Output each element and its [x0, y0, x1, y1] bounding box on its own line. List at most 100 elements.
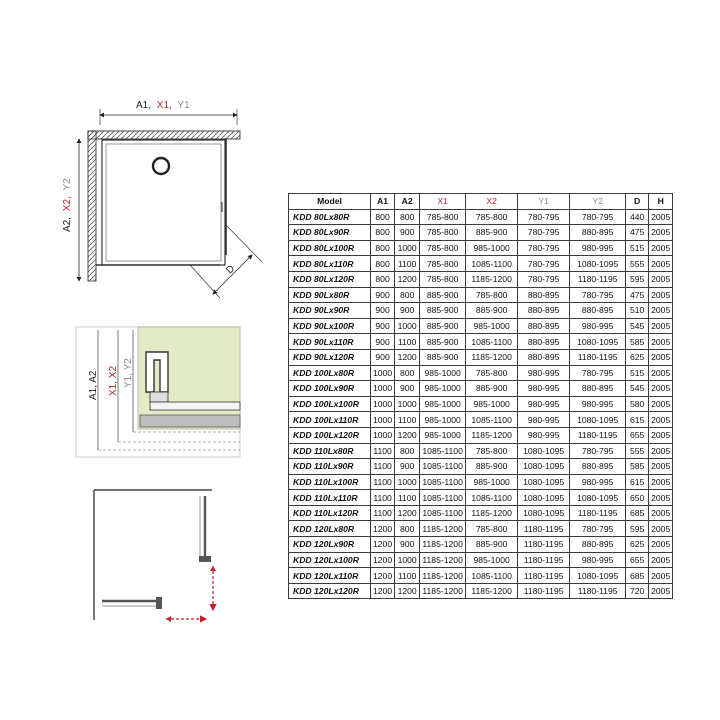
cell-model: KDD 110Lx110R	[288, 489, 371, 506]
cell-a2: 1000	[394, 551, 421, 569]
cell-d: 555	[625, 442, 650, 460]
cell-a2: 1200	[394, 426, 421, 444]
cell-h: 2005	[648, 270, 674, 288]
cell-h: 2005	[648, 582, 674, 600]
cell-a2: 1100	[394, 567, 421, 584]
cell-model: KDD 110Lx100R	[288, 473, 371, 491]
cell-y2: 1080-1095	[569, 333, 627, 350]
cell-a2: 800	[394, 364, 421, 382]
cell-a1: 900	[369, 286, 396, 304]
cell-d: 685	[625, 504, 650, 522]
cell-x2: 785-800	[465, 286, 519, 304]
header-y1: Y1	[517, 193, 571, 210]
cell-x1: 785-800	[419, 270, 467, 288]
cell-model: KDD 90Lx110R	[288, 333, 371, 350]
cell-y1: 780-795	[517, 255, 571, 272]
cell-h: 2005	[648, 302, 674, 319]
cell-d: 650	[625, 489, 650, 506]
cell-y2: 1080-1095	[569, 567, 627, 584]
cell-h: 2005	[648, 442, 674, 460]
cell-d: 545	[625, 317, 650, 335]
cell-x2: 885-900	[465, 224, 519, 241]
cell-a1: 1100	[369, 458, 396, 475]
profile-highlight-area	[137, 326, 241, 430]
cell-h: 2005	[648, 458, 674, 475]
cell-y2: 980-995	[569, 551, 627, 569]
cell-x2: 1085-1100	[465, 255, 519, 272]
cell-d: 510	[625, 302, 650, 319]
cell-x1: 885-900	[419, 317, 467, 335]
cell-x2: 1085-1100	[465, 489, 519, 506]
cell-model: KDD 110Lx90R	[288, 458, 371, 475]
cell-x2: 1085-1100	[465, 567, 519, 584]
cell-y2: 1180-1195	[569, 582, 627, 600]
cell-x1: 985-1000	[419, 395, 467, 413]
cell-a2: 900	[394, 536, 421, 553]
cell-x1: 1085-1100	[419, 489, 467, 506]
cell-a1: 800	[369, 255, 396, 272]
cell-y2: 1080-1095	[569, 411, 627, 428]
cell-x1: 885-900	[419, 286, 467, 304]
cell-y1: 1080-1095	[517, 473, 571, 491]
cell-model: KDD 80Lx90R	[288, 224, 371, 241]
cell-y2: 1180-1195	[569, 504, 627, 522]
cell-x2: 985-1000	[465, 551, 519, 569]
cell-y1: 980-995	[517, 395, 571, 413]
cell-x2: 1185-1200	[465, 270, 519, 288]
cell-x2: 785-800	[465, 442, 519, 460]
cell-model: KDD 90Lx100R	[288, 317, 371, 335]
cell-x1: 785-800	[419, 239, 467, 257]
cell-y2: 780-795	[569, 520, 627, 538]
cell-model: KDD 80Lx80R	[288, 208, 371, 226]
cell-a1: 900	[369, 302, 396, 319]
glass-section	[149, 401, 241, 411]
cell-a1: 1200	[369, 520, 396, 538]
cell-model: KDD 100Lx100R	[288, 395, 371, 413]
cell-d: 595	[625, 270, 650, 288]
cell-a1: 800	[369, 239, 396, 257]
cell-h: 2005	[648, 255, 674, 272]
cell-d: 440	[625, 208, 650, 226]
cell-a2: 800	[394, 442, 421, 460]
cell-a1: 1200	[369, 582, 396, 600]
cell-model: KDD 80Lx100R	[288, 239, 371, 257]
cell-h: 2005	[648, 536, 674, 553]
cell-a1: 1200	[369, 551, 396, 569]
cell-h: 2005	[648, 208, 674, 226]
profile-dim-a1a2: A1, A2	[88, 370, 99, 400]
cell-h: 2005	[648, 489, 674, 506]
cell-h: 2005	[648, 411, 674, 428]
cell-y1: 1080-1095	[517, 442, 571, 460]
cell-x2: 785-800	[465, 208, 519, 226]
cell-model: KDD 100Lx90R	[288, 380, 371, 397]
cell-x2: 885-900	[465, 536, 519, 553]
cell-d: 685	[625, 567, 650, 584]
cell-x2: 985-1000	[465, 317, 519, 335]
dim-d-label: D	[224, 263, 237, 276]
cell-y2: 880-895	[569, 536, 627, 553]
profile-dim-y1y2: Y1, Y2	[123, 358, 134, 388]
cell-x1: 985-1000	[419, 380, 467, 397]
cell-y2: 980-995	[569, 239, 627, 257]
cell-x1: 785-800	[419, 255, 467, 272]
cell-a2: 1000	[394, 473, 421, 491]
cell-h: 2005	[648, 364, 674, 382]
top-view-drawing: A1, X1, Y1 A2, X2, Y2 D	[62, 100, 263, 299]
cell-x1: 1085-1100	[419, 458, 467, 475]
wall-profile	[145, 351, 169, 393]
cell-y2: 980-995	[569, 473, 627, 491]
cell-x2: 785-800	[465, 520, 519, 538]
cell-d: 615	[625, 473, 650, 491]
profile-dim-x1x2: X1, X2	[108, 366, 119, 396]
cell-x2: 885-900	[465, 458, 519, 475]
cell-a2: 1200	[394, 582, 421, 600]
cell-x1: 985-1000	[419, 364, 467, 382]
